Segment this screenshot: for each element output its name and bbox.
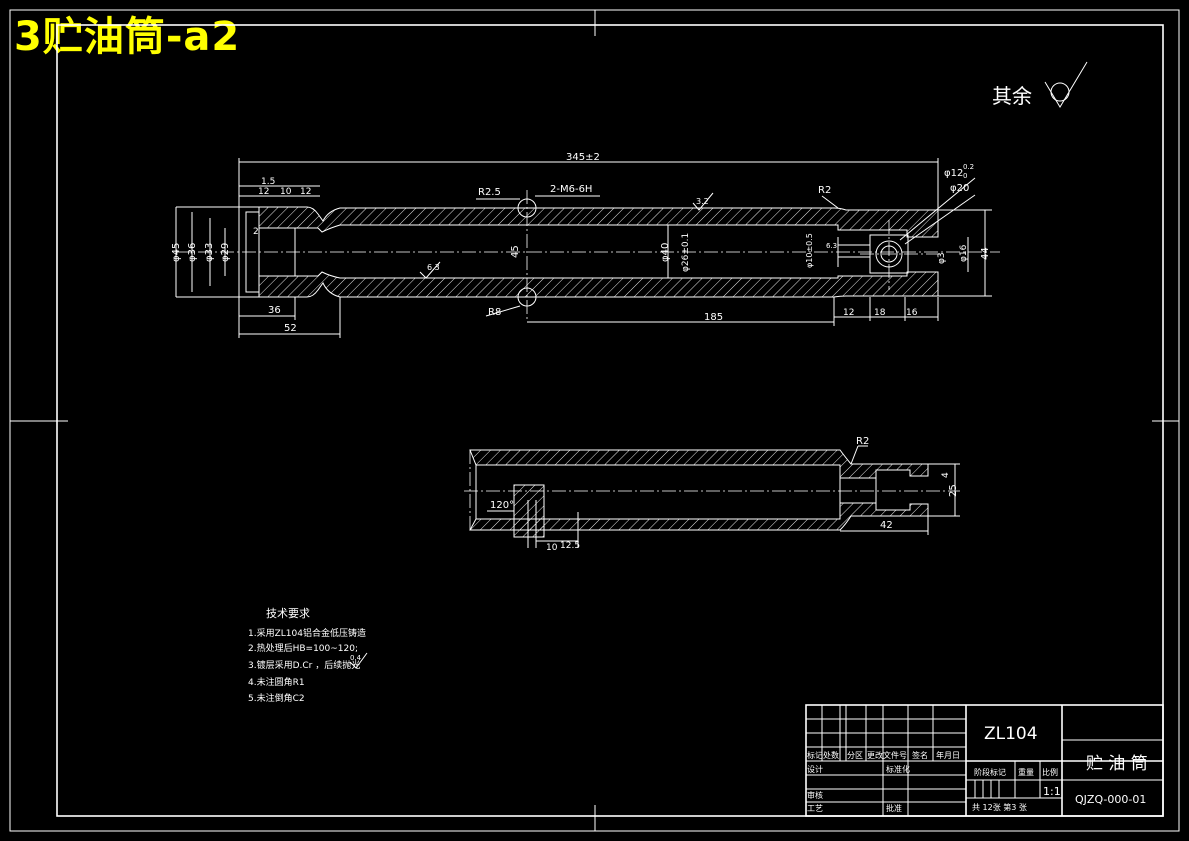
dim-12c: 12 — [843, 308, 854, 318]
tb-stage-mark: 阶段标记 — [974, 767, 1006, 777]
tb-part-name: 贮 油 筒 — [1086, 754, 1148, 774]
tb-drawing-no: QJZQ-000-01 — [1075, 793, 1146, 806]
label-d40: φ40 — [660, 243, 671, 262]
tb-review: 审核 — [807, 790, 823, 800]
tb-header-change: 更改文件号 — [867, 750, 907, 760]
tech-item-2: 2.热处理后HB=100~120; — [248, 642, 358, 654]
tb-header-zone: 分区 — [847, 751, 863, 760]
tb-sheets: 共 12张 第3 张 — [972, 802, 1027, 812]
tb-weight: 重量 — [1018, 767, 1034, 777]
surface-label: 其余 — [992, 84, 1032, 108]
label-d26: φ26±0.1 — [681, 233, 691, 272]
dim-52: 52 — [284, 323, 297, 334]
part2-bottom-wall — [469, 502, 929, 531]
tech-roughness-icon — [349, 652, 368, 669]
tb-header-count: 处数 — [823, 750, 839, 760]
part1-top-wall — [258, 206, 939, 238]
tech-item-1: 1.采用ZL104铝合金低压铸造 — [248, 627, 366, 639]
dim-2: 2 — [253, 227, 259, 237]
part2-section-view — [464, 445, 960, 548]
label-rough-top: 3.2 — [696, 197, 709, 206]
tb-header-sign: 签名 — [912, 750, 928, 760]
label-r8: R8 — [488, 307, 501, 318]
tb-header-mark: 标记 — [807, 750, 823, 760]
label-thread: 2-M6-6H — [550, 184, 592, 195]
label-44: 44 — [980, 247, 991, 260]
tech-heading: 技术要求 — [266, 607, 310, 620]
dim-1-5: 1.5 — [261, 177, 275, 187]
drawing-title: 3贮油筒-a2 — [14, 14, 241, 60]
part1-bottom-wall — [258, 271, 939, 298]
label-r25: R2.5 — [478, 187, 501, 198]
p2-label-r2: R2 — [856, 436, 869, 447]
outer-frame — [9, 9, 1180, 832]
roughness-symbol-icon — [1044, 61, 1088, 108]
tb-standard: 标准化 — [886, 764, 910, 774]
label-r2: R2 — [818, 185, 831, 196]
dim-12a: 12 — [258, 187, 269, 197]
dim-overall-length: 345±2 — [566, 152, 600, 163]
tech-roughness: 0.4 — [350, 654, 362, 662]
tech-item-5: 5.未注倒角C2 — [248, 692, 305, 704]
label-d36: φ36 — [187, 243, 198, 262]
label-d20: φ20 — [950, 183, 969, 194]
label-d33: φ33 — [204, 243, 215, 262]
p2-dim-12-5: 12.5 — [560, 541, 580, 551]
label-d-top: φ12 — [944, 168, 963, 179]
tb-scale: 1:1 — [1043, 785, 1061, 798]
part2-top-wall — [469, 449, 929, 479]
part2-boss — [513, 484, 545, 538]
tb-process: 工艺 — [807, 804, 823, 813]
p2-label-angle: 120° — [490, 500, 514, 511]
label-rough-small: 6.3 — [826, 242, 837, 250]
dim-12b: 12 — [300, 187, 311, 197]
label-45: 45 — [510, 245, 521, 258]
p2-dim-4: 4 — [941, 472, 951, 478]
label-d29: φ29 — [220, 243, 231, 262]
tb-material: ZL104 — [984, 724, 1038, 744]
title-block — [805, 704, 1164, 817]
label-d-top-up: 0.2 — [963, 163, 974, 171]
label-d10: φ10±0.5 — [805, 233, 814, 268]
dim-18: 18 — [874, 308, 886, 318]
tech-item-4: 4.未注圆角R1 — [248, 676, 305, 688]
tb-approve: 批准 — [886, 803, 902, 813]
dim-16: 16 — [906, 308, 918, 318]
label-d3: φ3 — [937, 252, 947, 264]
label-rough-bottom: 6.3 — [427, 263, 440, 272]
p2-dim-10: 10 — [546, 543, 558, 553]
p2-dim-42: 42 — [880, 520, 893, 531]
tb-design: 设计 — [807, 764, 823, 774]
part1-dimensions — [175, 158, 992, 338]
label-d16: φ16 — [959, 244, 969, 262]
dim-185: 185 — [704, 312, 723, 323]
tb-header-date: 年月日 — [936, 750, 960, 760]
inner-frame — [56, 24, 1164, 817]
label-d45: φ45 — [171, 243, 182, 262]
tb-ratio: 比例 — [1042, 767, 1058, 777]
p2-dim-25: 25 — [948, 484, 959, 497]
dim-36: 36 — [268, 305, 281, 316]
part1-section-view — [176, 190, 1000, 320]
dim-10: 10 — [280, 187, 292, 197]
label-d-top-lo: 0 — [963, 172, 967, 180]
tech-item-3: 3.镀层采用D.Cr ，后续抛光 — [248, 659, 360, 671]
